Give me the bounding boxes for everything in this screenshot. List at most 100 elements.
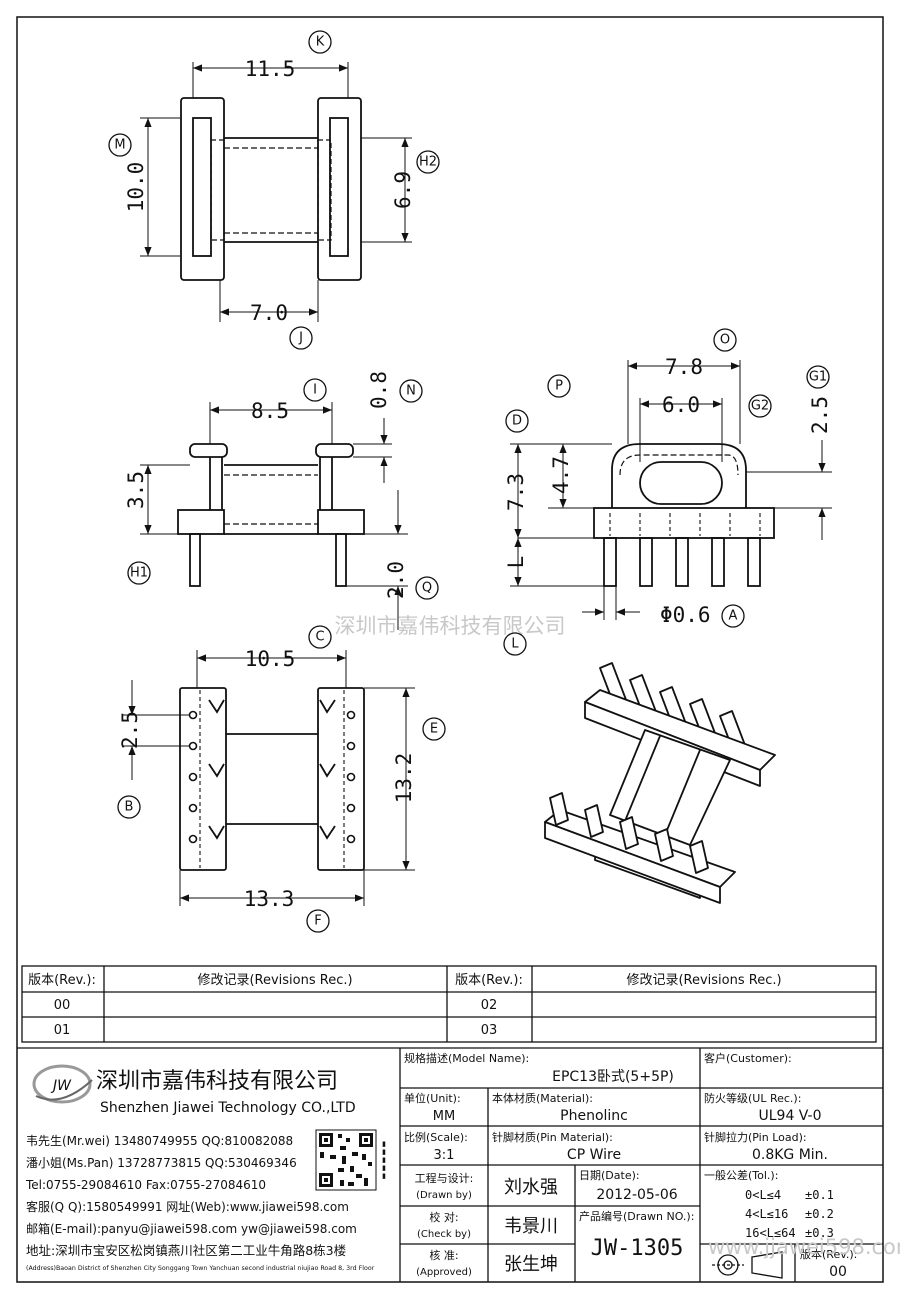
ul-value: UL94 V-0 [758, 1108, 821, 1124]
dim-11-5: 11.5 [245, 57, 296, 81]
rev-cell: 03 [481, 1023, 498, 1038]
drawn-by-label: 工程与设计: [415, 1172, 474, 1185]
date-label: 日期(Date): [579, 1169, 640, 1182]
bubble-p: P [555, 379, 563, 394]
isometric-view [544, 662, 776, 904]
bottom-view-dimensions [122, 650, 415, 906]
rec-col-header-1: 修改记录(Revisions Rec.) [197, 973, 352, 988]
bubble-q: Q [422, 581, 432, 596]
dim-6-0: 6.0 [662, 393, 700, 417]
projection-symbol [712, 1251, 783, 1279]
customer-label: 客户(Customer): [704, 1051, 792, 1065]
qr-code [315, 1129, 377, 1191]
bubble-k: K [316, 35, 325, 50]
drawn-by-value: 刘水强 [504, 1177, 558, 1198]
bubble-f: F [314, 914, 321, 929]
pin-material-value: CP Wire [567, 1147, 621, 1163]
logo-text: JW [50, 1078, 72, 1094]
model-value: EPC13卧式(5+5P) [552, 1069, 674, 1085]
approved-by-label: 核 准: [429, 1248, 458, 1262]
contact-line-3: Tel:0755-29084610 Fax:0755-27084610 [25, 1178, 266, 1192]
bubble-d: D [512, 414, 522, 429]
front-view [177, 443, 365, 587]
tol-value: ±0.2 [805, 1207, 834, 1221]
reference-bubbles [108, 30, 830, 933]
drawing-no-label: 产品编号(Drawn NO.): [579, 1209, 694, 1223]
tol-range: 16<L≤64 [745, 1226, 796, 1240]
dim-13-3: 13.3 [244, 887, 295, 911]
scale-value: 3:1 [434, 1148, 455, 1163]
pin-load-value: 0.8KG Min. [752, 1147, 828, 1163]
bubble-e: E [430, 722, 438, 737]
rev-cell: 00 [54, 998, 71, 1013]
tolerance-label: 一般公差(Tol.): [704, 1168, 778, 1182]
dim-3-5: 3.5 [124, 471, 148, 509]
bubble-a: A [729, 609, 738, 624]
date-value: 2012-05-06 [596, 1187, 677, 1203]
top-view [180, 97, 362, 281]
rec-col-header-2: 修改记录(Revisions Rec.) [626, 973, 781, 988]
dim-8-5: 8.5 [251, 399, 289, 423]
dim-7-0: 7.0 [250, 301, 288, 325]
dim-4-7: 4.7 [549, 456, 573, 494]
material-value: Phenolinc [560, 1108, 628, 1124]
bubble-i: I [313, 383, 317, 398]
contact-line-5: 邮箱(E-mail):panyu@jiawei598.com yw@jiawei… [26, 1221, 357, 1236]
dim-2-5-bottom: 2.5 [118, 711, 142, 749]
check-by-label: 校 对: [429, 1210, 458, 1224]
dim-l: L [504, 556, 528, 569]
tol-value: ±0.1 [805, 1188, 834, 1202]
contact-line-1: 韦先生(Mr.wei) 13480749955 QQ:810082088 [26, 1134, 293, 1148]
dim-2-5-side: 2.5 [808, 396, 832, 434]
dim-6-9: 6.9 [391, 171, 415, 209]
model-label: 规格描述(Model Name): [404, 1051, 529, 1065]
watermark-url: www.jjawei598.com [708, 1235, 900, 1259]
sheet-border [16, 16, 884, 1283]
company-logo: JW [32, 1064, 93, 1104]
tol-value: ±0.3 [805, 1226, 834, 1240]
bubble-n: N [406, 384, 416, 399]
bubble-g1: G1 [809, 370, 827, 385]
contact-line-6: 地址:深圳市宝安区松岗镇燕川社区第二工业牛角路8栋3楼 [26, 1243, 346, 1258]
drawing-no-value: JW-1305 [591, 1236, 684, 1261]
rev-cell: 02 [481, 998, 498, 1013]
bubble-o: O [720, 333, 730, 348]
scale-label: 比例(Scale): [404, 1130, 468, 1144]
bottom-view [179, 687, 365, 871]
address-en: (Address)Baoan District of Shenzhen City… [26, 1265, 375, 1272]
side-view-dimensions [510, 360, 832, 620]
rev-label: 版本(Rev.): [800, 1247, 857, 1261]
dim-7-3: 7.3 [504, 473, 528, 511]
dim-10-0: 10.0 [124, 162, 148, 213]
dim-10-5: 10.5 [245, 647, 296, 671]
bubble-h2: H2 [419, 155, 437, 170]
material-label: 本体材质(Material): [492, 1091, 593, 1105]
bubble-c: C [315, 630, 324, 645]
contact-line-2: 潘小姐(Ms.Pan) 13728773815 QQ:530469346 [26, 1156, 297, 1170]
dim-7-8: 7.8 [665, 355, 703, 379]
rev-col-header-2: 版本(Rev.): [455, 973, 523, 988]
tol-range: 4<L≤16 [745, 1207, 788, 1221]
bubble-h1: H1 [130, 566, 148, 581]
dim-pin-diameter: Φ0.6 [660, 603, 711, 627]
title-block-lines [17, 1047, 883, 1282]
bubble-labels: K M H2 J I N H1 Q C O P G1 G2 D L A E B … [114, 35, 827, 929]
ul-label: 防火等级(UL Rec.): [704, 1091, 801, 1105]
company-name-cn: 深圳市嘉伟科技有限公司 [96, 1069, 338, 1094]
contact-line-4: 客服(Q Q):1580549991 网址(Web):www.jiawei598… [26, 1199, 349, 1214]
approved-by-sub: (Approved) [416, 1267, 472, 1278]
bubble-g2: G2 [751, 399, 769, 414]
pin-material-label: 针脚材质(Pin Material): [492, 1130, 613, 1144]
watermark: 深圳市嘉伟科技有限公司 [335, 614, 566, 638]
unit-label: 单位(Unit): [404, 1091, 461, 1105]
dim-2-0: 2.0 [384, 561, 408, 599]
rev-value: 00 [829, 1264, 847, 1280]
bottom-view-pins [188, 710, 356, 844]
revision-table [21, 965, 877, 1043]
side-view [593, 443, 775, 587]
bubble-j: J [298, 331, 303, 346]
dim-0-8: 0.8 [367, 371, 391, 409]
bubble-m: M [114, 138, 125, 153]
rev-col-header-1: 版本(Rev.): [28, 973, 96, 988]
